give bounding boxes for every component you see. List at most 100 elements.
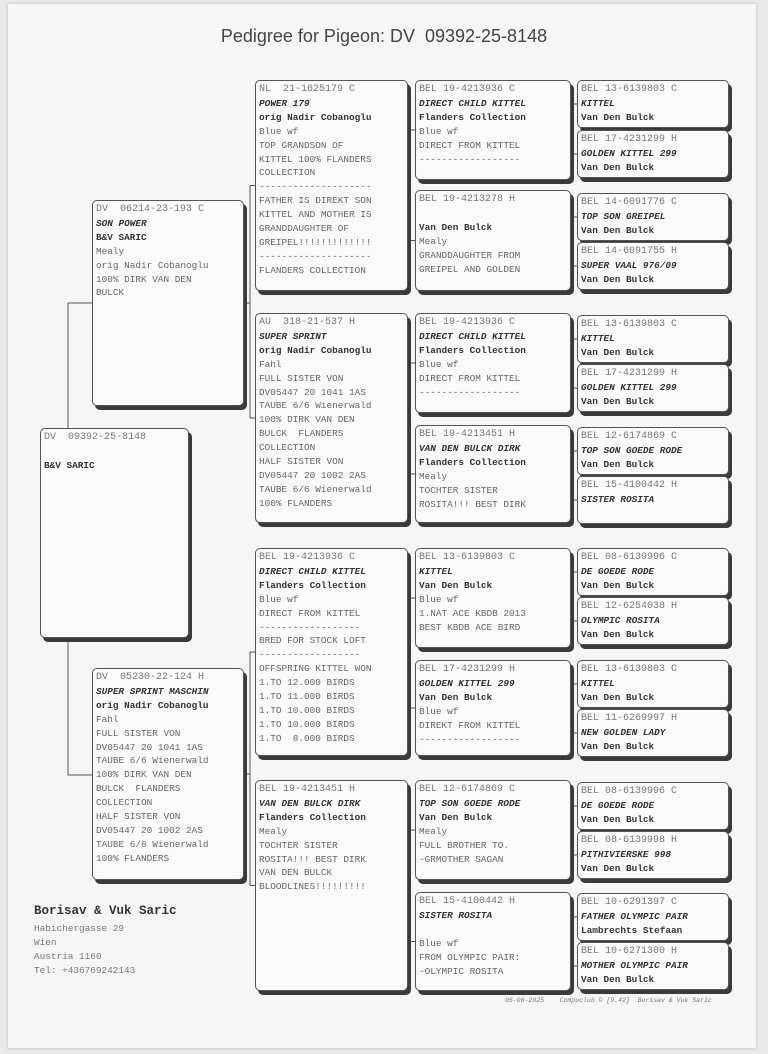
- pigeon-info-line: DIRECT FROM KITTEL: [259, 607, 361, 619]
- pigeon-info-line: Blue wf: [419, 125, 459, 137]
- pigeon-info-line: FLANDERS COLLECTION: [259, 264, 366, 276]
- pigeon-info-line: Flanders Collection: [259, 579, 366, 591]
- pigeon-info-line: BULCK FLANDERS: [259, 428, 344, 440]
- pigeon-info-line: DV05447 20 1041 1AS: [96, 741, 203, 753]
- pigeon-info-line: [419, 923, 567, 937]
- pigeon-name: POWER 179: [259, 97, 310, 109]
- ring-number: BEL 08-6139998 H: [581, 835, 678, 846]
- pigeon-info-line: BEST KBDB ACE BIRD: [419, 621, 521, 633]
- pigeon-info-line: Van Den Bulck: [581, 395, 655, 407]
- pigeon-info-line: TOP GRANDSON OF: [259, 139, 344, 151]
- pigeon-info-line: Flanders Collection: [259, 811, 366, 823]
- pigeon-info-line: TOCHTER SISTER: [419, 484, 498, 496]
- ring-number: BEL 12-6254038 H: [581, 601, 678, 612]
- page-title: Pedigree for Pigeon: DV 09392-25-8148: [220, 26, 548, 46]
- pigeon-info-line: COLLECTION: [96, 797, 153, 809]
- pigeon-name: SUPER VAAL 976/09: [581, 259, 677, 271]
- pigeon-info-line: GRANDDAUGHTER FROM: [419, 249, 521, 261]
- pigeon-name: OLYMPIC ROSITA: [581, 614, 660, 626]
- pigeon-info-line: 100% FLANDERS: [96, 852, 170, 864]
- pigeon-info-line: Mealy: [96, 245, 125, 257]
- pigeon-name: GOLDEN KITTEL 299: [581, 381, 677, 393]
- pigeon-info-line: 1.TO 10.000 BIRDS: [259, 704, 355, 716]
- pigeon-name: VAN DEN BULCK DIRK: [419, 442, 521, 454]
- pigeon-info-line: GREIPEL!!!!!!!!!!!!!: [259, 236, 372, 248]
- pigeon-name: TOP SON GOEDE RODE: [419, 797, 521, 809]
- pigeon-info-line: Fahl: [259, 358, 282, 370]
- pigeon-info-line: Van Den Bulck: [419, 579, 493, 591]
- pigeon-info-line: 1.NAT ACE KBDB 2013: [419, 607, 526, 619]
- pigeon-info-line: HALF SISTER VON: [259, 456, 344, 468]
- pigeon-name: GOLDEN KITTEL 299: [581, 147, 677, 159]
- pigeon-info-line: Blue wf: [259, 593, 299, 605]
- pigeon-name: VAN DEN BULCK DIRK: [259, 797, 361, 809]
- pigeon-info-line: DV05447 20 1002 2AS: [96, 824, 203, 836]
- pigeon-info-line: FULL SISTER VON: [259, 372, 344, 384]
- pigeon-info-line: Mealy: [419, 825, 448, 837]
- pigeon-info-line: COLLECTION: [259, 167, 316, 179]
- pigeon-info-line: Van Den Bulck: [419, 691, 493, 703]
- pigeon-info-line: Blue wf: [419, 593, 459, 605]
- owner-block: Borisav & Vuk Saric Habichergasse 29 Wie…: [34, 904, 177, 978]
- owner-city: Wien: [34, 937, 57, 948]
- pigeon-info-line: Blue wf: [419, 937, 459, 949]
- pigeon-info-line: COLLECTION: [259, 442, 316, 454]
- pigeon-name: KITTEL: [581, 332, 615, 344]
- pigeon-name: SISTER ROSITA: [419, 909, 493, 921]
- pigeon-info-line: orig Nadir Cobanoglu: [96, 259, 209, 271]
- pigeon-info-line: --------------------: [259, 181, 372, 193]
- ring-number: BEL 13-6139803 C: [419, 552, 516, 563]
- ring-number: NL 21-1625179 C: [259, 84, 356, 95]
- pigeon-info-line: Van Den Bulck: [581, 111, 655, 123]
- pigeon-info-line: ------------------: [259, 649, 361, 661]
- pigeon-info-line: DIREKT FROM KITTEL: [419, 719, 521, 731]
- pigeon-info-line: Van Den Bulck: [581, 740, 655, 752]
- pigeon-info-line: BLOODLINES!!!!!!!!!: [259, 881, 366, 893]
- ring-number: DV 09392-25-8148: [44, 432, 147, 443]
- pigeon-info-line: FULL BROTHER TO.: [419, 839, 510, 851]
- pigeon-info-line: B&V SARIC: [44, 459, 95, 471]
- pigeon-info-line: 1.TO 10.000 BIRDS: [259, 718, 355, 730]
- pigeon-name: SON POWER: [96, 217, 147, 229]
- pigeon-info-line: Blue wf: [259, 125, 299, 137]
- pigeon-info-line: KITTEL 100% FLANDERS: [259, 153, 372, 165]
- pigeon-name: KITTEL: [419, 565, 453, 577]
- pigeon-info-line: DV05447 20 1002 2AS: [259, 469, 366, 481]
- pigeon-info-line: Blue wf: [419, 358, 459, 370]
- pigeon-info-line: -GRMOTHER SAGAN: [419, 853, 504, 865]
- pigeon-info-line: ------------------: [419, 733, 521, 745]
- ring-number: BEL 11-6269997 H: [581, 713, 678, 724]
